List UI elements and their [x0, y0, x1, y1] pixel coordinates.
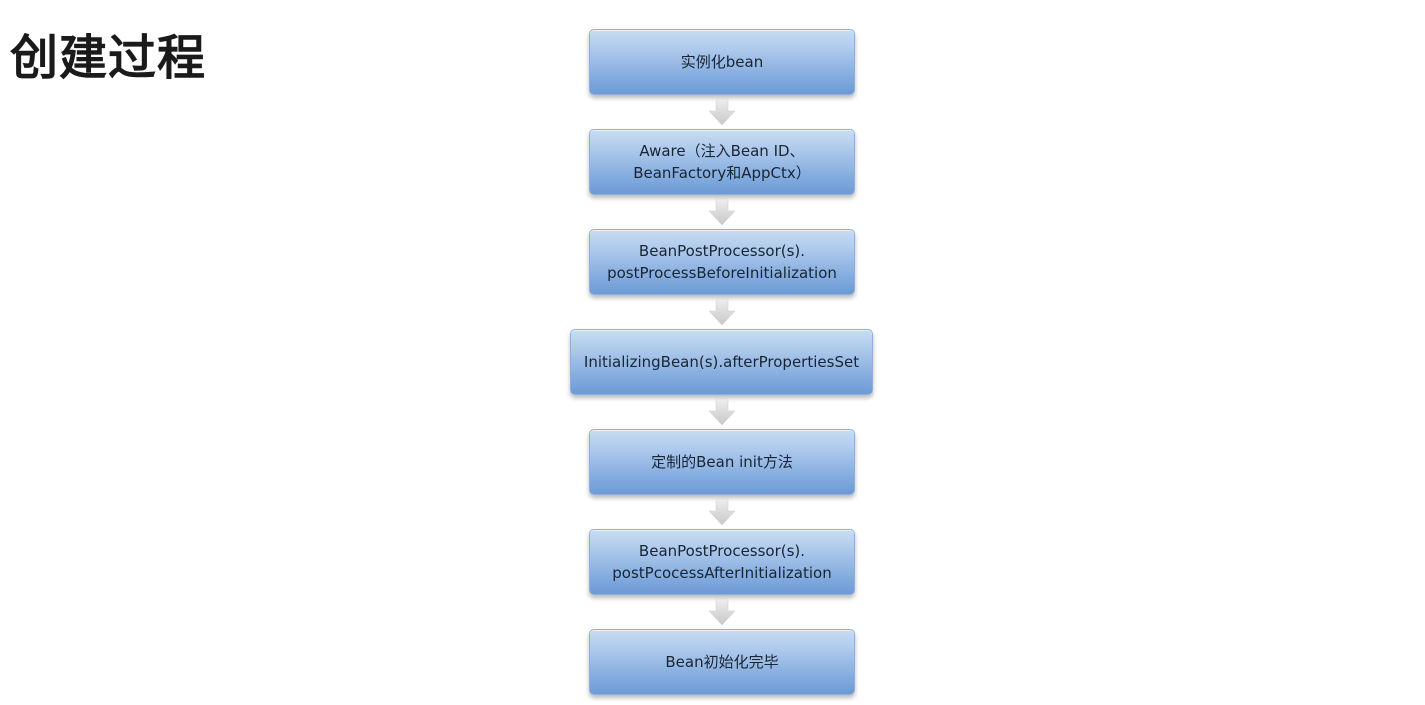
- page-title: 创建过程: [10, 30, 207, 86]
- flow-step-custom-init-method: 定制的Bean init方法: [589, 429, 855, 495]
- flow-step-after-properties-set: InitializingBean(s).afterPropertiesSet: [570, 329, 873, 395]
- flow-step-bean-init-complete: Bean初始化完毕: [589, 629, 855, 695]
- down-arrow-icon: [708, 398, 736, 426]
- flow-step-post-process-before-init: BeanPostProcessor(s). postProcessBeforeI…: [589, 229, 855, 295]
- down-arrow-icon: [708, 98, 736, 126]
- flow-step-post-process-after-init: BeanPostProcessor(s). postPcocessAfterIn…: [589, 529, 855, 595]
- down-arrow-icon: [708, 598, 736, 626]
- flow-step-aware: Aware（注入Bean ID、 BeanFactory和AppCtx）: [589, 129, 855, 195]
- down-arrow-icon: [708, 498, 736, 526]
- down-arrow-icon: [708, 298, 736, 326]
- down-arrow-icon: [708, 198, 736, 226]
- flow-step-instantiate-bean: 实例化bean: [589, 29, 855, 95]
